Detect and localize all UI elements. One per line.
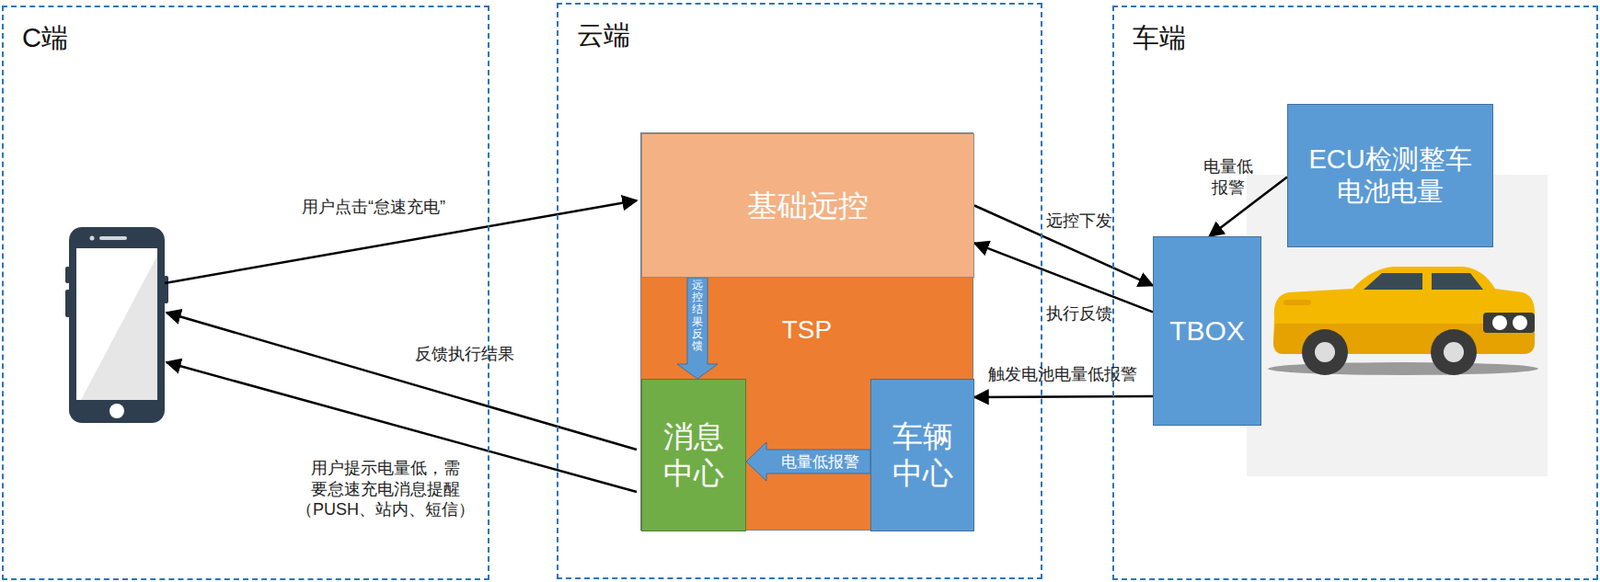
- edge-label: 远控结果反馈: [691, 279, 703, 353]
- vehicle-region: 车端 TBOX ECU检测整车 电池电量: [1112, 5, 1599, 581]
- annotation-label: 用户提示电量低，需 要怠速充电消息提醒 （PUSH、站内、短信）: [275, 458, 496, 521]
- edge-label: 执行反馈: [1033, 303, 1126, 325]
- phone-speaker: [99, 236, 127, 241]
- box-label: TBOX: [1169, 314, 1245, 348]
- car-headlight: [1492, 315, 1508, 331]
- car-wheel: [1301, 329, 1348, 376]
- box-label: ECU检测整车 电池电量: [1293, 143, 1487, 208]
- tsp-block: TSP 基础远控消息 中心 车辆 中心电量低报警 远控结果反馈: [640, 132, 974, 531]
- phone-home-button: [109, 403, 125, 419]
- box-label: 车辆 中心: [876, 418, 968, 492]
- car-wheel: [1430, 329, 1477, 376]
- edge-label: 电量低 报警: [1196, 156, 1261, 198]
- car-window: [1363, 273, 1423, 290]
- message-center-box: 消息 中心: [641, 379, 747, 532]
- annotation-label: 反馈执行结果: [404, 344, 525, 366]
- remote-control-box: 基础远控: [641, 133, 975, 278]
- cloud-region: 云端 TSP 基础远控消息 中心 车辆 中心电量低报警 远控结果反馈: [556, 2, 1043, 580]
- region-title: C端: [22, 20, 69, 58]
- block-title: TSP: [641, 315, 973, 346]
- vehicle-center-box: 车辆 中心: [870, 379, 975, 532]
- car-trim: [1283, 299, 1312, 306]
- car-hub: [1314, 342, 1336, 363]
- car-window: [1431, 273, 1484, 290]
- phone-body: [69, 227, 165, 424]
- edge-label: 触发电池电量低报警: [977, 364, 1149, 386]
- box-label: 基础远控: [747, 187, 869, 225]
- car-hub: [1443, 342, 1464, 363]
- connector-arrow: [974, 242, 1153, 312]
- ecu-box: ECU检测整车 电池电量: [1287, 103, 1494, 248]
- connector-arrow: [974, 395, 1153, 399]
- edge-label: 电量低报警: [781, 454, 860, 471]
- phone-screen: [76, 248, 158, 401]
- block-arrow: [677, 277, 718, 380]
- region-title: 云端: [576, 17, 631, 55]
- region-title: 车端: [1132, 20, 1186, 58]
- phone-camera: [90, 236, 95, 242]
- car-headlight: [1512, 315, 1528, 331]
- phone-screen-shade: [80, 255, 158, 401]
- connector-arrow: [974, 206, 1153, 287]
- phone-illustration: [65, 227, 169, 424]
- tbox-box: TBOX: [1152, 236, 1262, 426]
- car-bumper: [1483, 312, 1535, 334]
- annotation-label: 用户点击“怠速充电”: [272, 196, 475, 219]
- box-label: 消息 中心: [647, 418, 740, 492]
- block-arrow: [746, 442, 871, 482]
- edge-label: 远控下发: [1033, 210, 1126, 232]
